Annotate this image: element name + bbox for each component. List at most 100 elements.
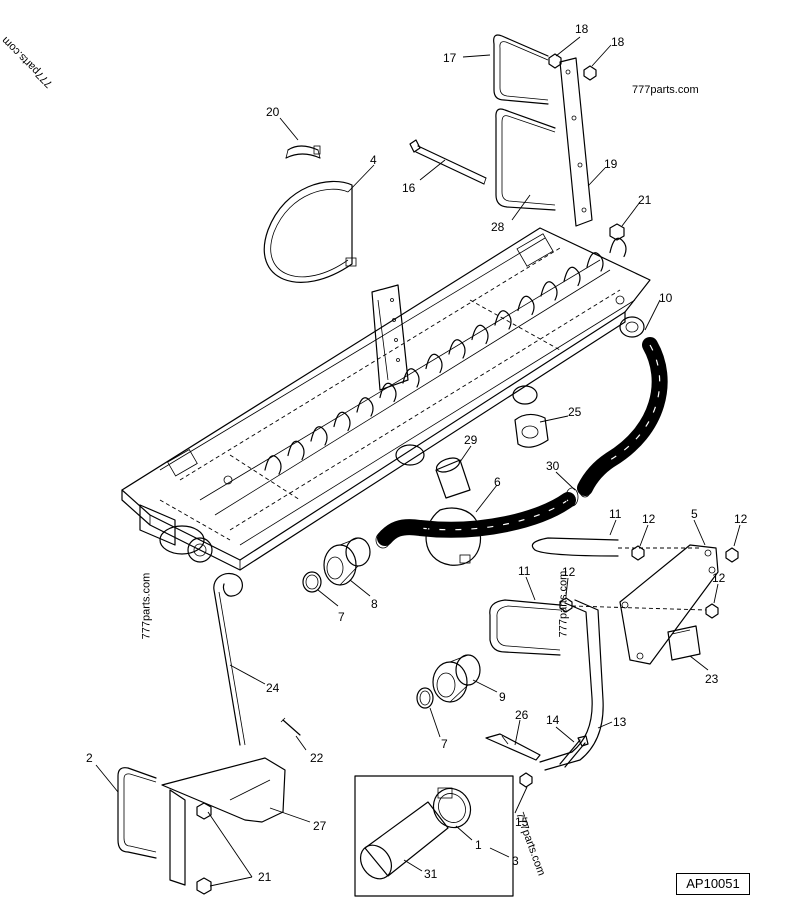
callout-21b: 21 [258, 870, 272, 884]
hose-10 [577, 337, 668, 496]
center-plate [371, 284, 409, 391]
bracket-19 [559, 57, 593, 227]
manifold-arch [609, 237, 627, 258]
nuts-12 [559, 545, 739, 619]
callout-13: 13 [613, 715, 627, 729]
u-bolt-11a [531, 537, 700, 557]
manifold-arch [517, 295, 535, 316]
manifold-arch [356, 397, 374, 417]
clamp-20 [285, 145, 321, 159]
u-bolt-17 [493, 34, 549, 105]
callout-21a: 21 [638, 193, 652, 207]
callout-11a: 11 [609, 507, 622, 521]
manifold-arch [494, 310, 512, 330]
callout-14: 14 [546, 713, 560, 727]
sleeve-29 [435, 457, 471, 499]
manifold-arch [379, 382, 397, 403]
callout-5: 5 [691, 507, 698, 521]
pipe-31 [359, 801, 449, 880]
manifold-arch [310, 426, 328, 446]
clip-26 [485, 733, 541, 761]
callout-15: 15 [515, 815, 529, 829]
leader-lines [95, 36, 741, 887]
callout-27: 27 [313, 819, 327, 833]
callout-7b: 7 [441, 737, 448, 751]
bolt-16 [409, 139, 487, 185]
shield-27 [161, 757, 286, 886]
callout-17: 17 [443, 51, 457, 65]
manifold-frame [121, 227, 651, 571]
callout-4: 4 [370, 153, 377, 167]
bracket-25 [514, 413, 549, 448]
clamp-6 [425, 507, 482, 566]
manifold-arch [586, 252, 604, 272]
callout-23: 23 [705, 672, 719, 686]
plate-5 [619, 544, 719, 665]
nut-21-bottom-b [196, 877, 212, 895]
manifold-arch [471, 324, 489, 345]
o-ring-7a [302, 571, 322, 593]
callout-19: 19 [604, 157, 618, 171]
hose-30 [375, 478, 592, 549]
callout-12c: 12 [562, 565, 576, 579]
callout-3: 3 [512, 854, 519, 868]
u-bolt-28 [495, 108, 556, 211]
callout-10: 10 [659, 291, 673, 305]
nut-21-bottom-a [196, 802, 212, 820]
callout-18b: 18 [611, 35, 625, 49]
manifold-arches [264, 237, 627, 475]
inset-box [354, 775, 514, 897]
callout-6: 6 [494, 475, 501, 489]
callout-28: 28 [491, 220, 505, 234]
manifold-arch [333, 411, 351, 432]
callout-30: 30 [546, 459, 560, 473]
callout-18a: 18 [575, 22, 589, 36]
callout-12a: 12 [642, 512, 656, 526]
nut-15 [519, 772, 533, 788]
manifold-arch [563, 266, 581, 287]
clamp-4 [263, 180, 357, 283]
nut-21-top [609, 223, 625, 241]
figure-code: AP10051 [676, 873, 750, 895]
frame-fittings [139, 316, 645, 563]
callout-2: 2 [86, 751, 93, 765]
manifold-arch [287, 440, 305, 461]
manifold-arch [448, 339, 466, 359]
callout-16: 16 [402, 181, 416, 195]
callout-29: 29 [464, 433, 478, 447]
u-bolt-11b [489, 599, 707, 656]
o-ring-7a-inner [305, 574, 319, 590]
callout-labels: 17 18 18 20 4 16 19 28 21 10 25 29 30 6 … [86, 22, 748, 884]
callout-25: 25 [568, 405, 582, 419]
callout-9: 9 [499, 690, 506, 704]
callout-22: 22 [310, 751, 324, 765]
manifold-arch [425, 353, 443, 374]
o-ring-7b-inner [419, 690, 431, 706]
nuts-18 [548, 53, 597, 81]
callout-8: 8 [371, 597, 378, 611]
u-bolt-2 [117, 767, 157, 859]
manifold-arch [264, 455, 282, 475]
callout-7a: 7 [338, 610, 345, 624]
bracket-13 [539, 599, 604, 771]
rod-24 [213, 572, 246, 746]
manifold-arch [402, 368, 420, 388]
manifold-arch [540, 281, 558, 301]
fitting-9 [432, 654, 481, 703]
decal-23 [667, 625, 701, 661]
callout-24: 24 [266, 681, 280, 695]
watermark-top-right: 777parts.com [632, 84, 699, 96]
bolt-14 [559, 735, 589, 768]
callout-11b: 11 [518, 564, 531, 578]
callout-12d: 12 [712, 571, 726, 585]
callout-20: 20 [266, 105, 280, 119]
o-ring-7b [416, 687, 434, 709]
pin-22 [280, 717, 301, 736]
hose-clamp-1 [432, 787, 472, 829]
callout-12b: 12 [734, 512, 748, 526]
callout-26: 26 [515, 708, 529, 722]
fitting-8 [323, 537, 371, 586]
callout-31: 31 [424, 867, 438, 881]
